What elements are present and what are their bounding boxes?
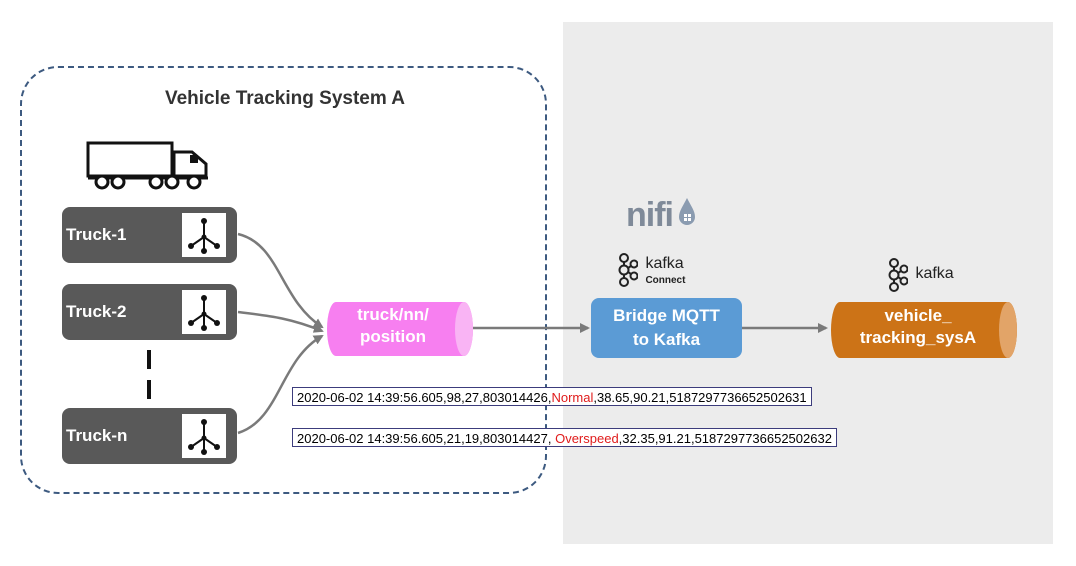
nifi-logo: nifi <box>626 196 696 235</box>
kafka-topic-line2: tracking_sysA <box>859 328 977 347</box>
kafka-connect-name: kafka <box>645 255 684 272</box>
message-status: Normal <box>551 390 594 405</box>
truck-icon <box>86 141 208 190</box>
kafka-icon <box>618 253 639 287</box>
truckn-to-topic-arrow <box>237 334 324 435</box>
sample-message: 2020-06-02 14:39:56.605,21,19,803014427,… <box>292 428 837 447</box>
truck-node-2: Truck-2 <box>62 284 237 340</box>
nifi-text: nifi <box>626 196 674 234</box>
topic-line1: truck/nn/ <box>357 305 429 324</box>
mqtt-topic-cylinder <box>327 302 473 356</box>
ellipsis-dash <box>147 350 151 369</box>
truck1-to-topic-arrow <box>237 232 324 329</box>
ellipsis-dash <box>147 380 151 399</box>
message-suffix: ,32.35,91.21,5187297736652502632 <box>618 431 832 446</box>
message-prefix: 2020-06-02 14:39:56.605,21,19,803014427, <box>297 431 556 446</box>
message-suffix: ,38.65,90.21,5187297736652502631 <box>593 390 807 405</box>
message-status: Overspeed <box>555 431 619 446</box>
mqtt-topic-label: truck/nn/ position <box>330 304 456 348</box>
kafka-logo: kafka <box>886 258 954 292</box>
truck-node-n: Truck-n <box>62 408 237 464</box>
truck-label: Truck-2 <box>66 302 127 321</box>
kafka-icon <box>888 258 909 292</box>
kafka-topic-cylinder <box>831 302 1017 358</box>
bridge-line1: Bridge MQTT <box>613 306 720 325</box>
kafka-topic-label: vehicle_ tracking_sysA <box>836 305 1000 349</box>
mqtt-icon <box>182 414 226 458</box>
topic-line2: position <box>359 327 427 346</box>
truck2-to-topic-arrow <box>237 310 324 333</box>
nifi-icon <box>679 198 696 225</box>
message-prefix: 2020-06-02 14:39:56.605,98,27,803014426, <box>297 390 552 405</box>
system-title: Vehicle Tracking System A <box>164 88 406 109</box>
sample-message: 2020-06-02 14:39:56.605,98,27,803014426,… <box>292 387 812 406</box>
gateway-panel <box>563 22 1053 544</box>
bridge-line2: to Kafka <box>632 330 701 349</box>
truck-label: Truck-n <box>66 426 128 445</box>
bridge-node: Bridge MQTT to Kafka <box>591 298 742 358</box>
truck-label: Truck-1 <box>66 225 127 244</box>
kafka-connect-logo: kafka Connect <box>616 253 685 288</box>
kafka-topic-line1: vehicle_ <box>884 306 952 325</box>
kafka-name: kafka <box>915 265 954 282</box>
system-boundary <box>20 66 547 494</box>
mqtt-icon <box>182 213 226 257</box>
mqtt-icon <box>182 290 226 334</box>
truck-node-1: Truck-1 <box>62 207 237 263</box>
kafka-connect-sub: Connect <box>645 275 686 286</box>
